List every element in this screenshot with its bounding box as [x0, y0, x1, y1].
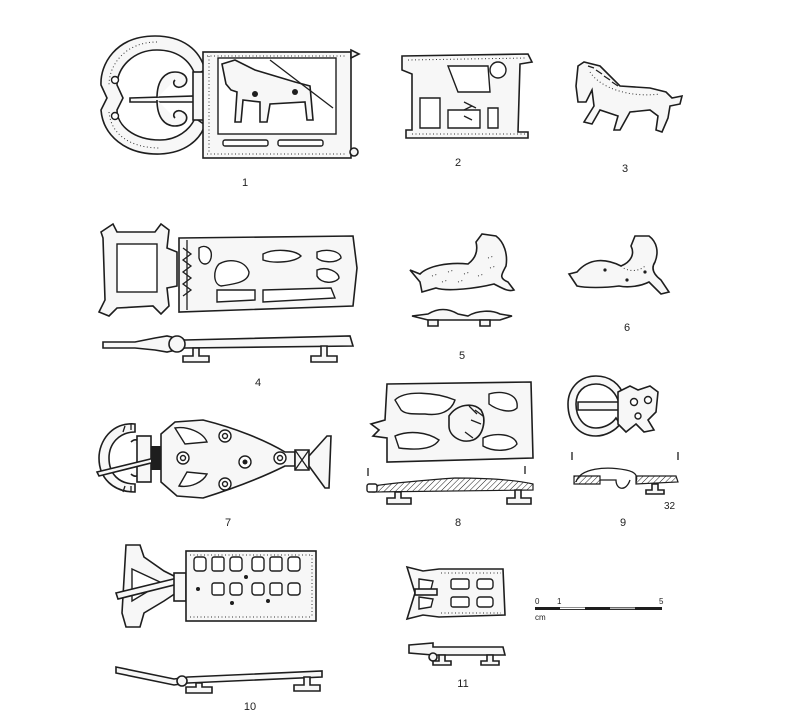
figure-11-drawing	[403, 565, 508, 666]
scale-label-1: 1	[557, 597, 562, 606]
figure-5-label: 5	[458, 350, 466, 362]
figure-8-drawing	[365, 380, 535, 505]
figure-7-drawing	[95, 412, 340, 502]
figure-10-drawing	[112, 543, 327, 694]
figure-9-drawing	[566, 372, 686, 502]
figure-1-drawing	[95, 30, 375, 160]
figure-9-annotation: 32	[664, 501, 676, 512]
figure-1-label: 1	[241, 177, 249, 189]
figure-3-drawing	[570, 58, 685, 138]
scale-bar	[535, 596, 685, 626]
figure-4-label: 4	[254, 377, 262, 389]
scale-unit-label: cm	[535, 613, 546, 622]
figure-2-drawing	[398, 52, 534, 139]
figure-5-drawing	[408, 228, 520, 328]
figure-2-label: 2	[454, 157, 462, 169]
figure-7-label: 7	[224, 517, 232, 529]
figure-9-label: 9	[619, 517, 627, 529]
figure-6-drawing	[565, 232, 675, 304]
figure-3-label: 3	[621, 163, 629, 175]
scale-label-5: 5	[659, 597, 664, 606]
figure-4-drawing	[95, 218, 365, 363]
figure-8-label: 8	[454, 517, 462, 529]
figure-11-label: 11	[457, 678, 469, 690]
scale-label-0: 0	[535, 597, 540, 606]
figure-10-label: 10	[243, 701, 257, 713]
figure-6-label: 6	[623, 322, 631, 334]
